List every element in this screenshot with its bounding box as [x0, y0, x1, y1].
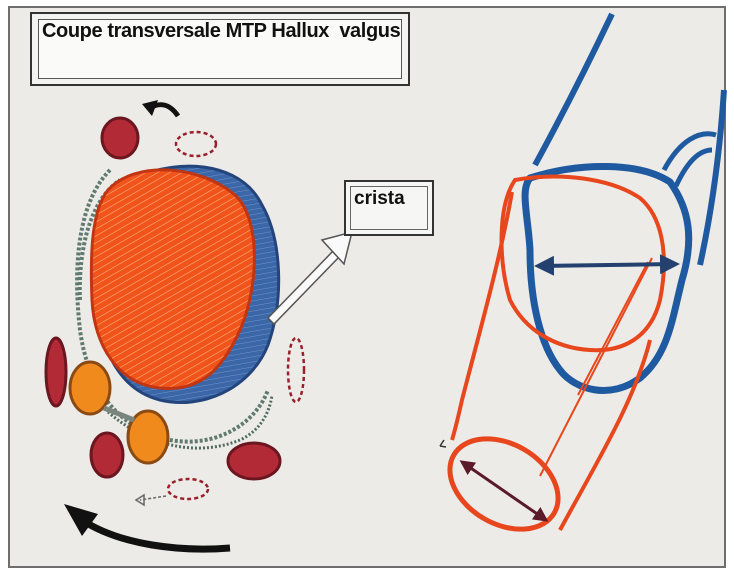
distal-section-ellipse	[434, 420, 574, 547]
crista-label-box: crista	[344, 180, 434, 236]
direction-arrow-icon	[82, 520, 230, 549]
tendon-top	[102, 118, 138, 158]
tendon-bottom-left	[91, 433, 123, 477]
double-headed-arrow-icon	[538, 264, 676, 266]
title-box: Coupe transversale MTP Hallux valgus	[30, 12, 410, 86]
phalanx-shaft-left	[452, 192, 512, 440]
tendon-left	[46, 338, 66, 406]
tendon-bottom-dashed	[168, 479, 208, 499]
crista-label: crista	[354, 188, 405, 210]
tendon-bottom-right	[228, 443, 280, 479]
tendon-top-dashed	[176, 132, 216, 156]
tendon-right-dashed	[288, 338, 304, 402]
phalanx-shaft-right	[560, 340, 650, 530]
lateral-sesamoid	[70, 362, 110, 414]
tiny-tick-mark	[440, 440, 446, 447]
figure-title: Coupe transversale MTP Hallux valgus	[42, 20, 400, 43]
direction-arrow-head	[64, 504, 98, 536]
metatarsal-shaft-line-1	[535, 14, 612, 165]
metatarsal-shaft-line-2	[700, 90, 724, 265]
metatarsal-shaft-line-3	[664, 134, 716, 186]
